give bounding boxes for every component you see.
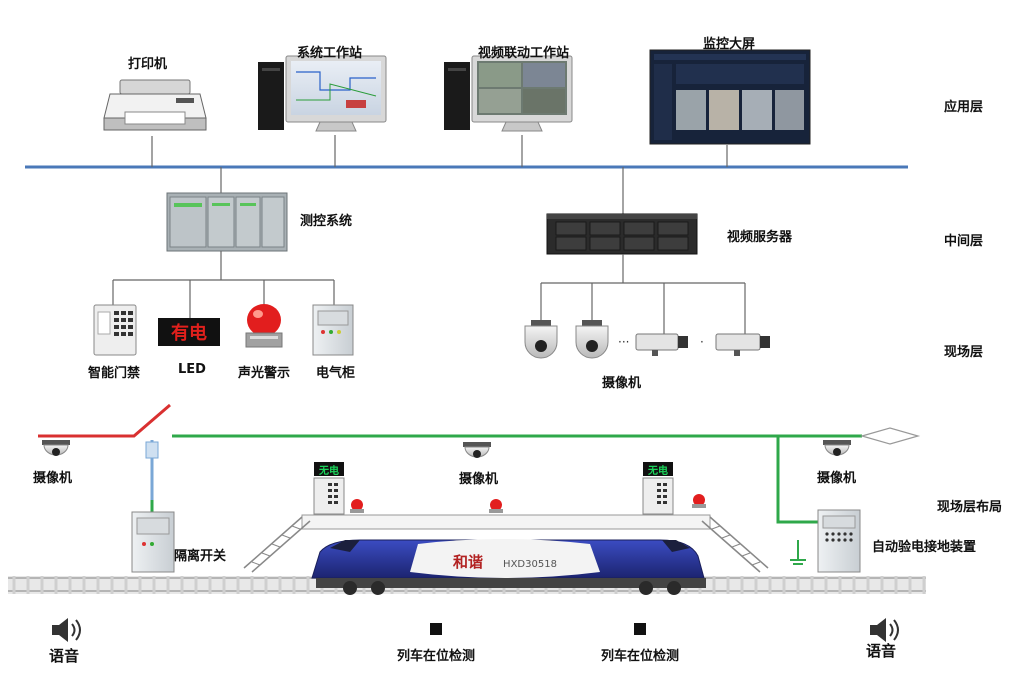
dome-camera-icon [42,440,70,456]
plc-rack-icon [166,192,288,252]
warning-light-icon [692,494,706,508]
auto-ground-cabinet [817,509,861,573]
video-server-label: 视频服务器 [727,230,793,245]
isolation-switch-cabinet [131,511,175,573]
measure-control-label: 测控系统 [300,214,353,229]
isolation-switch-pole [145,440,159,512]
cabinet-label: 电气柜 [316,366,356,381]
led-label: LED [178,362,206,377]
camera-mid-label: 摄像机 [459,472,499,487]
sign-text-left: 无电 [318,464,339,477]
dome-camera-icon [575,320,609,359]
auto-ground-label: 自动验电接地装置 [872,540,977,555]
dome-camera-icon [823,440,851,456]
access-control-icon [93,304,137,356]
platform-access-terminal-right [642,462,674,515]
layer-field: 现场层 [944,345,984,360]
warning-light-icon [350,499,364,513]
maintenance-platform [243,514,769,573]
led-sign-icon: 有电 [158,318,220,346]
camera-left-label: 摄像机 [33,471,73,486]
train-number: HXD30518 [503,559,557,570]
video-workstation-label: 视频联动工作站 [478,46,570,61]
dome-camera-icon [463,442,491,458]
bullet-camera-icon: ··· [618,333,688,356]
monitor-wall-icon [649,49,811,145]
voice-left-label: 语音 [49,647,80,665]
camera-group-label: 摄像机 [602,376,642,391]
alarm-light-icon [245,304,283,348]
electrical-cabinet-icon [312,304,354,356]
dome-camera-icon [524,320,558,359]
layer-middle: 中间层 [944,234,984,249]
train-name: 和谐 [453,553,483,571]
ground-symbol [790,540,806,565]
overhead-line-red [38,403,171,438]
svg-text:·: · [700,335,704,349]
alarm-label: 声光警示 [238,366,291,381]
platform-access-terminal-left [313,462,345,515]
train-detect-sensor-icon [634,623,646,635]
camera-right-label: 摄像机 [817,471,857,486]
video-server-icon [546,213,698,255]
sectioning-insulator [859,427,921,445]
locomotive [311,539,706,595]
monitor-wall-label: 监控大屏 [703,37,756,52]
train-detect-sensor-icon [430,623,442,635]
warning-light-icon [489,499,503,513]
layer-application: 应用层 [944,100,984,115]
bullet-camera-icon: · [700,333,770,356]
svg-text:···: ··· [618,335,629,349]
system-workstation-label: 系统工作站 [297,46,363,61]
printer-label: 打印机 [128,57,168,72]
sign-text-right: 无电 [647,464,668,477]
speaker-icon [870,618,899,642]
layer-field-layout: 现场层布局 [937,500,1003,515]
isolation-switch-label: 隔离开关 [174,549,227,564]
voice-right-label: 语音 [866,642,897,660]
detect-right-label: 列车在位检测 [601,649,680,664]
video-workstation-icon [444,55,573,132]
speaker-icon [52,618,81,642]
led-sign-text: 有电 [171,322,207,344]
printer-icon [103,79,207,131]
detect-left-label: 列车在位检测 [397,649,476,664]
ground-line-green [776,436,820,524]
system-workstation-icon [258,55,387,132]
smart-access-label: 智能门禁 [88,366,141,381]
